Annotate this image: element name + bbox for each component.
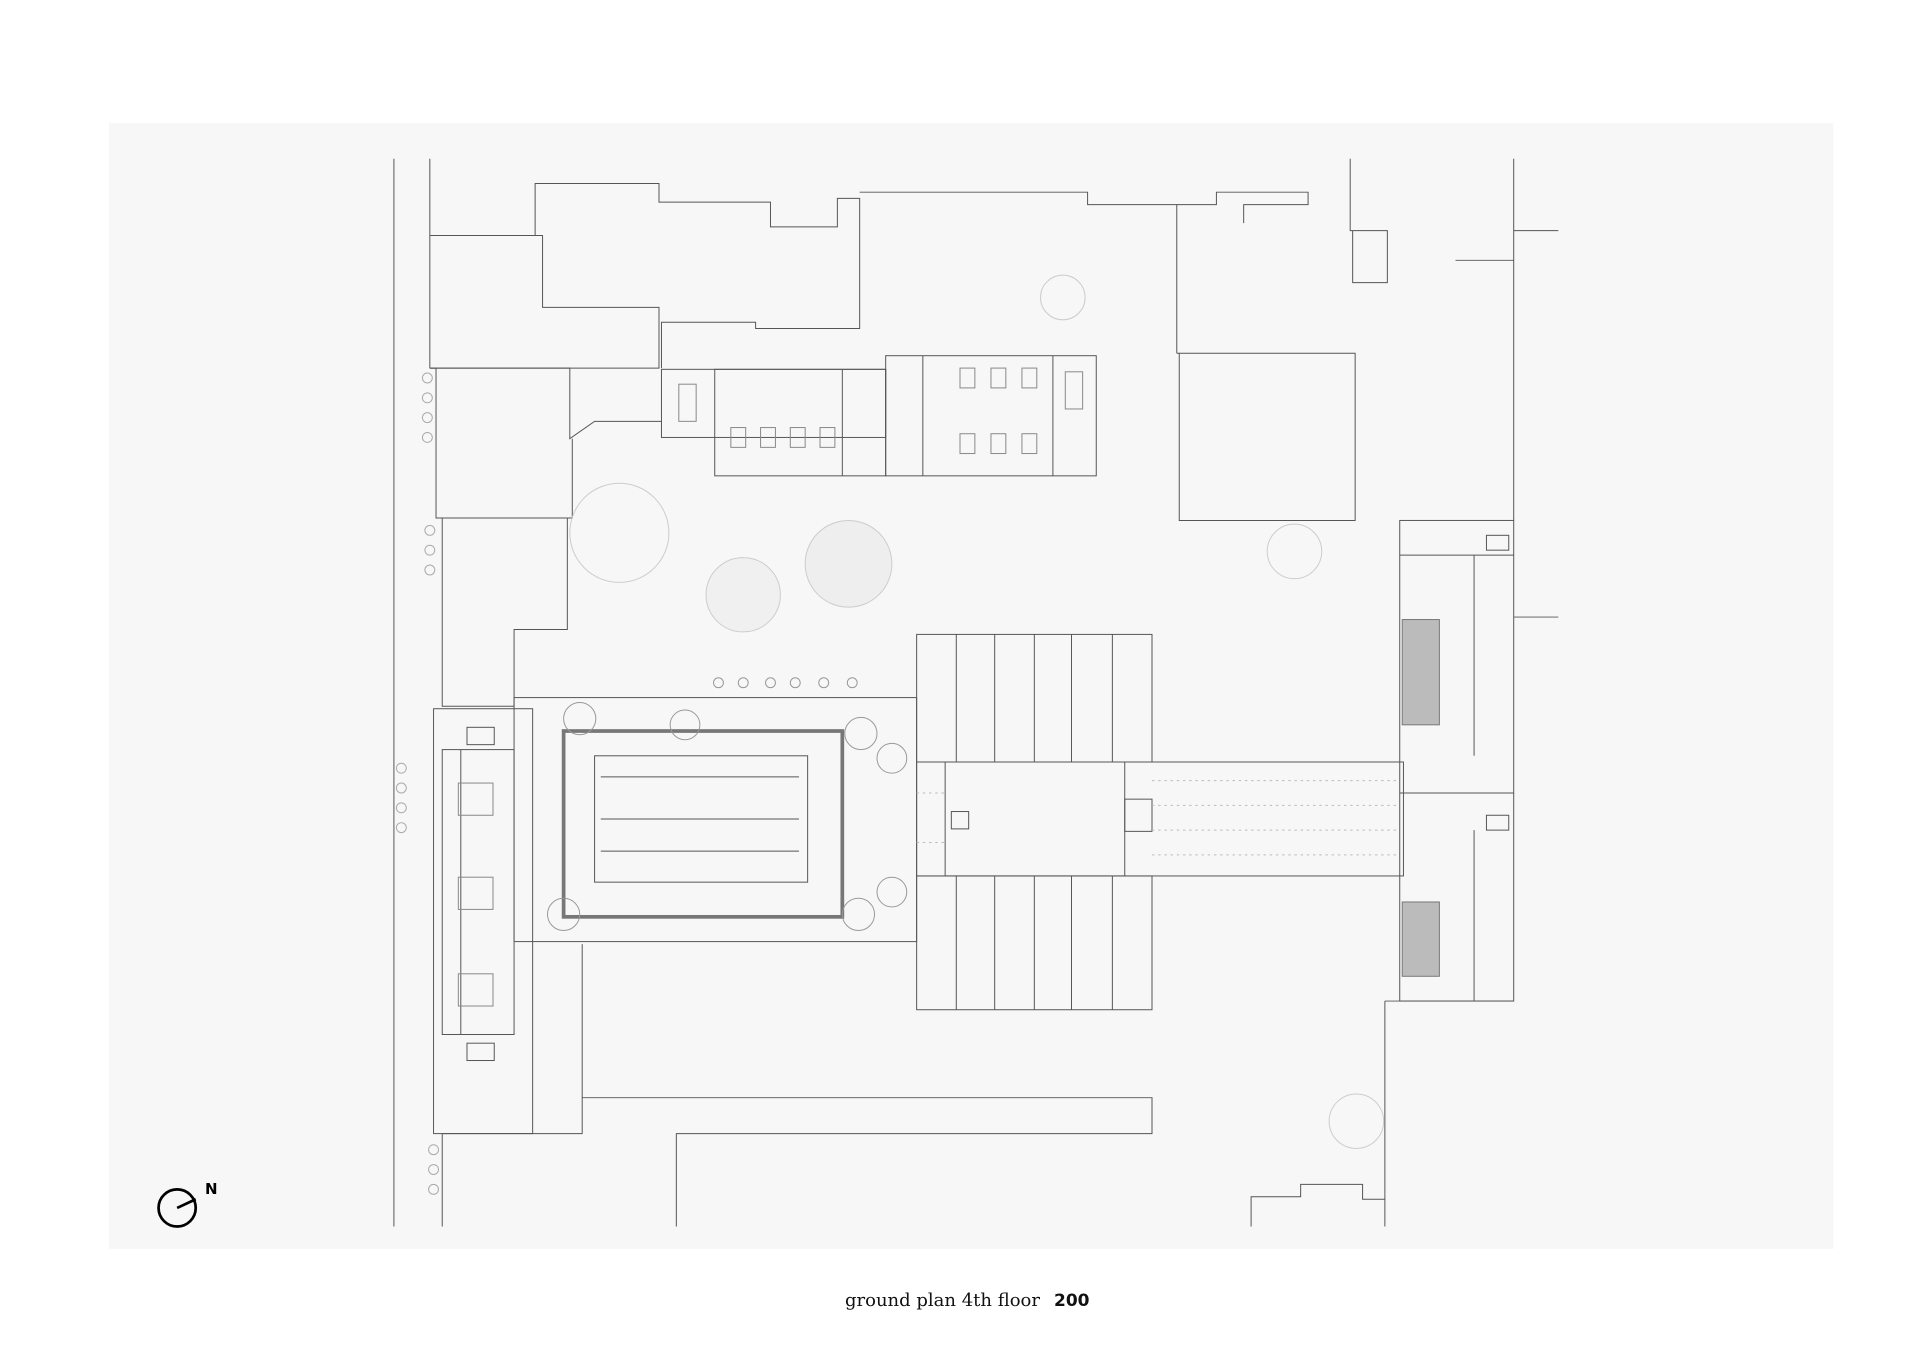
courtyard-trees (569, 274, 1385, 1149)
central-hotel-block (916, 633, 1404, 1011)
office-block (660, 355, 1097, 477)
drawing-panel (109, 122, 1834, 1249)
right-wing-building (1399, 519, 1515, 1002)
left-wing-building (395, 372, 534, 1195)
north-label: N (205, 1180, 218, 1198)
north-arrow-icon (157, 1187, 198, 1228)
caption-scale: 200 (1054, 1291, 1090, 1311)
pool-deck (513, 677, 918, 943)
caption-title: ground plan 4th floor (845, 1290, 1041, 1311)
street-lines (393, 158, 1559, 1227)
drawing-caption: ground plan 4th floor 200 (845, 1290, 1090, 1311)
neighbour-buildings (429, 158, 1559, 707)
